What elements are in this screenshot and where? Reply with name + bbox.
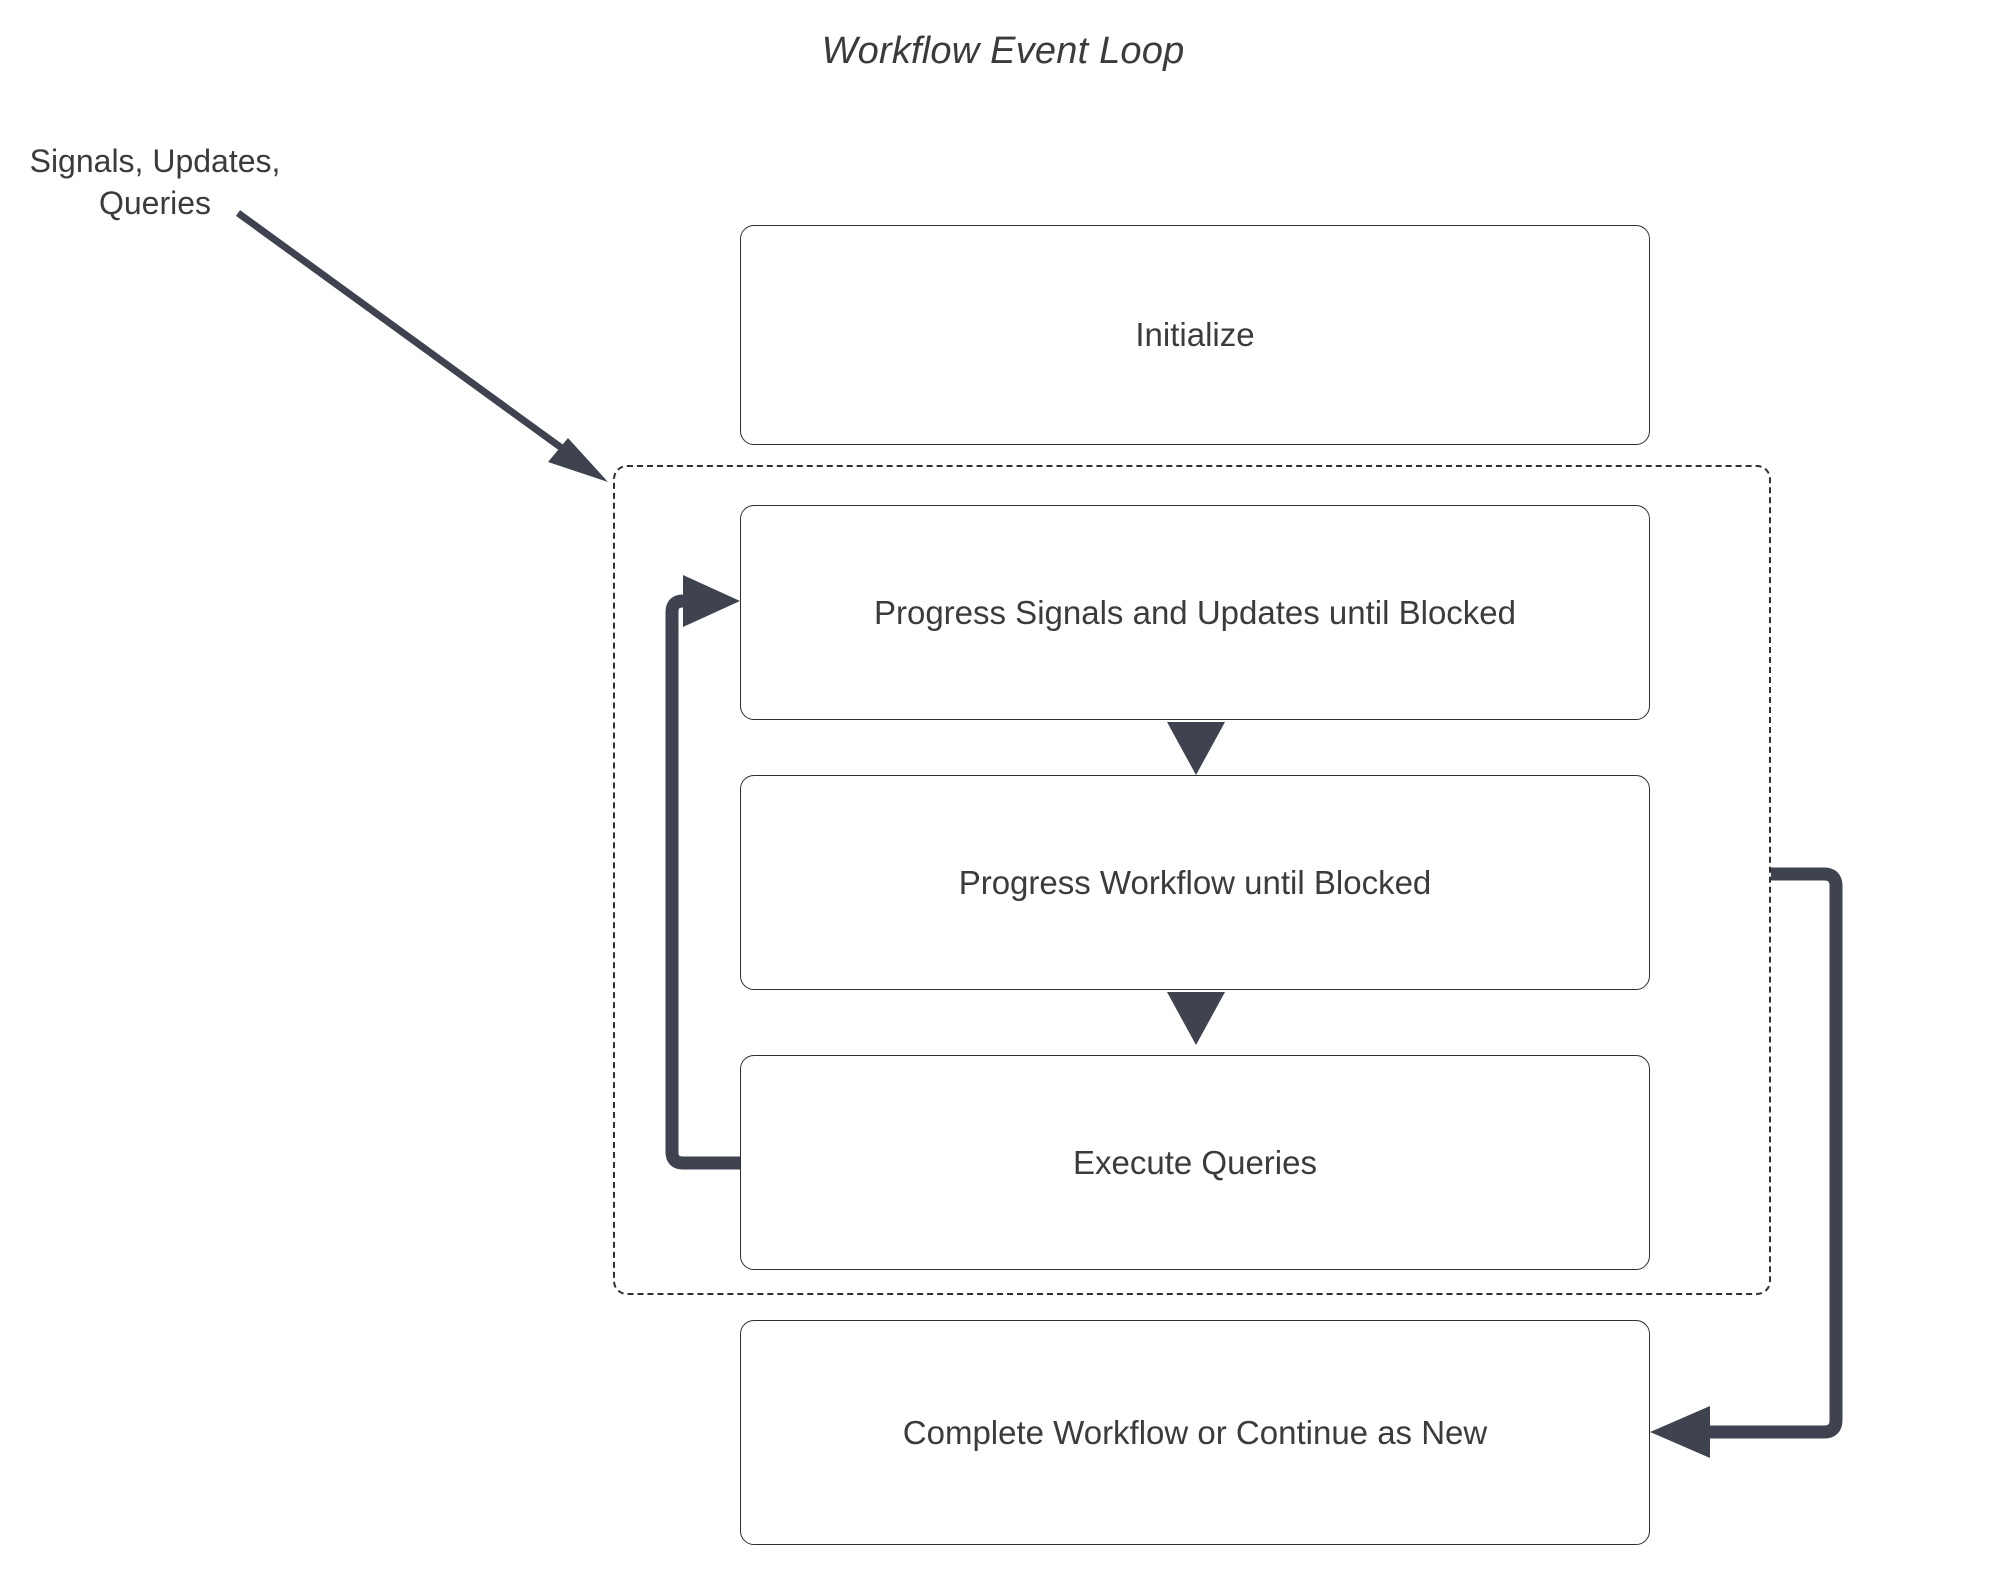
external-input-label-line1: Signals, Updates,	[29, 143, 281, 179]
external-input-label: Signals, Updates, Queries	[10, 140, 300, 224]
edge-input-to-loop-icon	[235, 210, 608, 482]
node-progress-workflow[interactable]: Progress Workflow until Blocked	[740, 775, 1650, 990]
page-title: Workflow Event Loop	[821, 30, 1185, 72]
node-initialize[interactable]: Initialize	[740, 225, 1650, 445]
node-complete-workflow[interactable]: Complete Workflow or Continue as New	[740, 1320, 1650, 1545]
node-progress-signals-updates[interactable]: Progress Signals and Updates until Block…	[740, 505, 1650, 720]
node-execute-queries[interactable]: Execute Queries	[740, 1055, 1650, 1270]
external-input-label-line2: Queries	[98, 185, 212, 221]
